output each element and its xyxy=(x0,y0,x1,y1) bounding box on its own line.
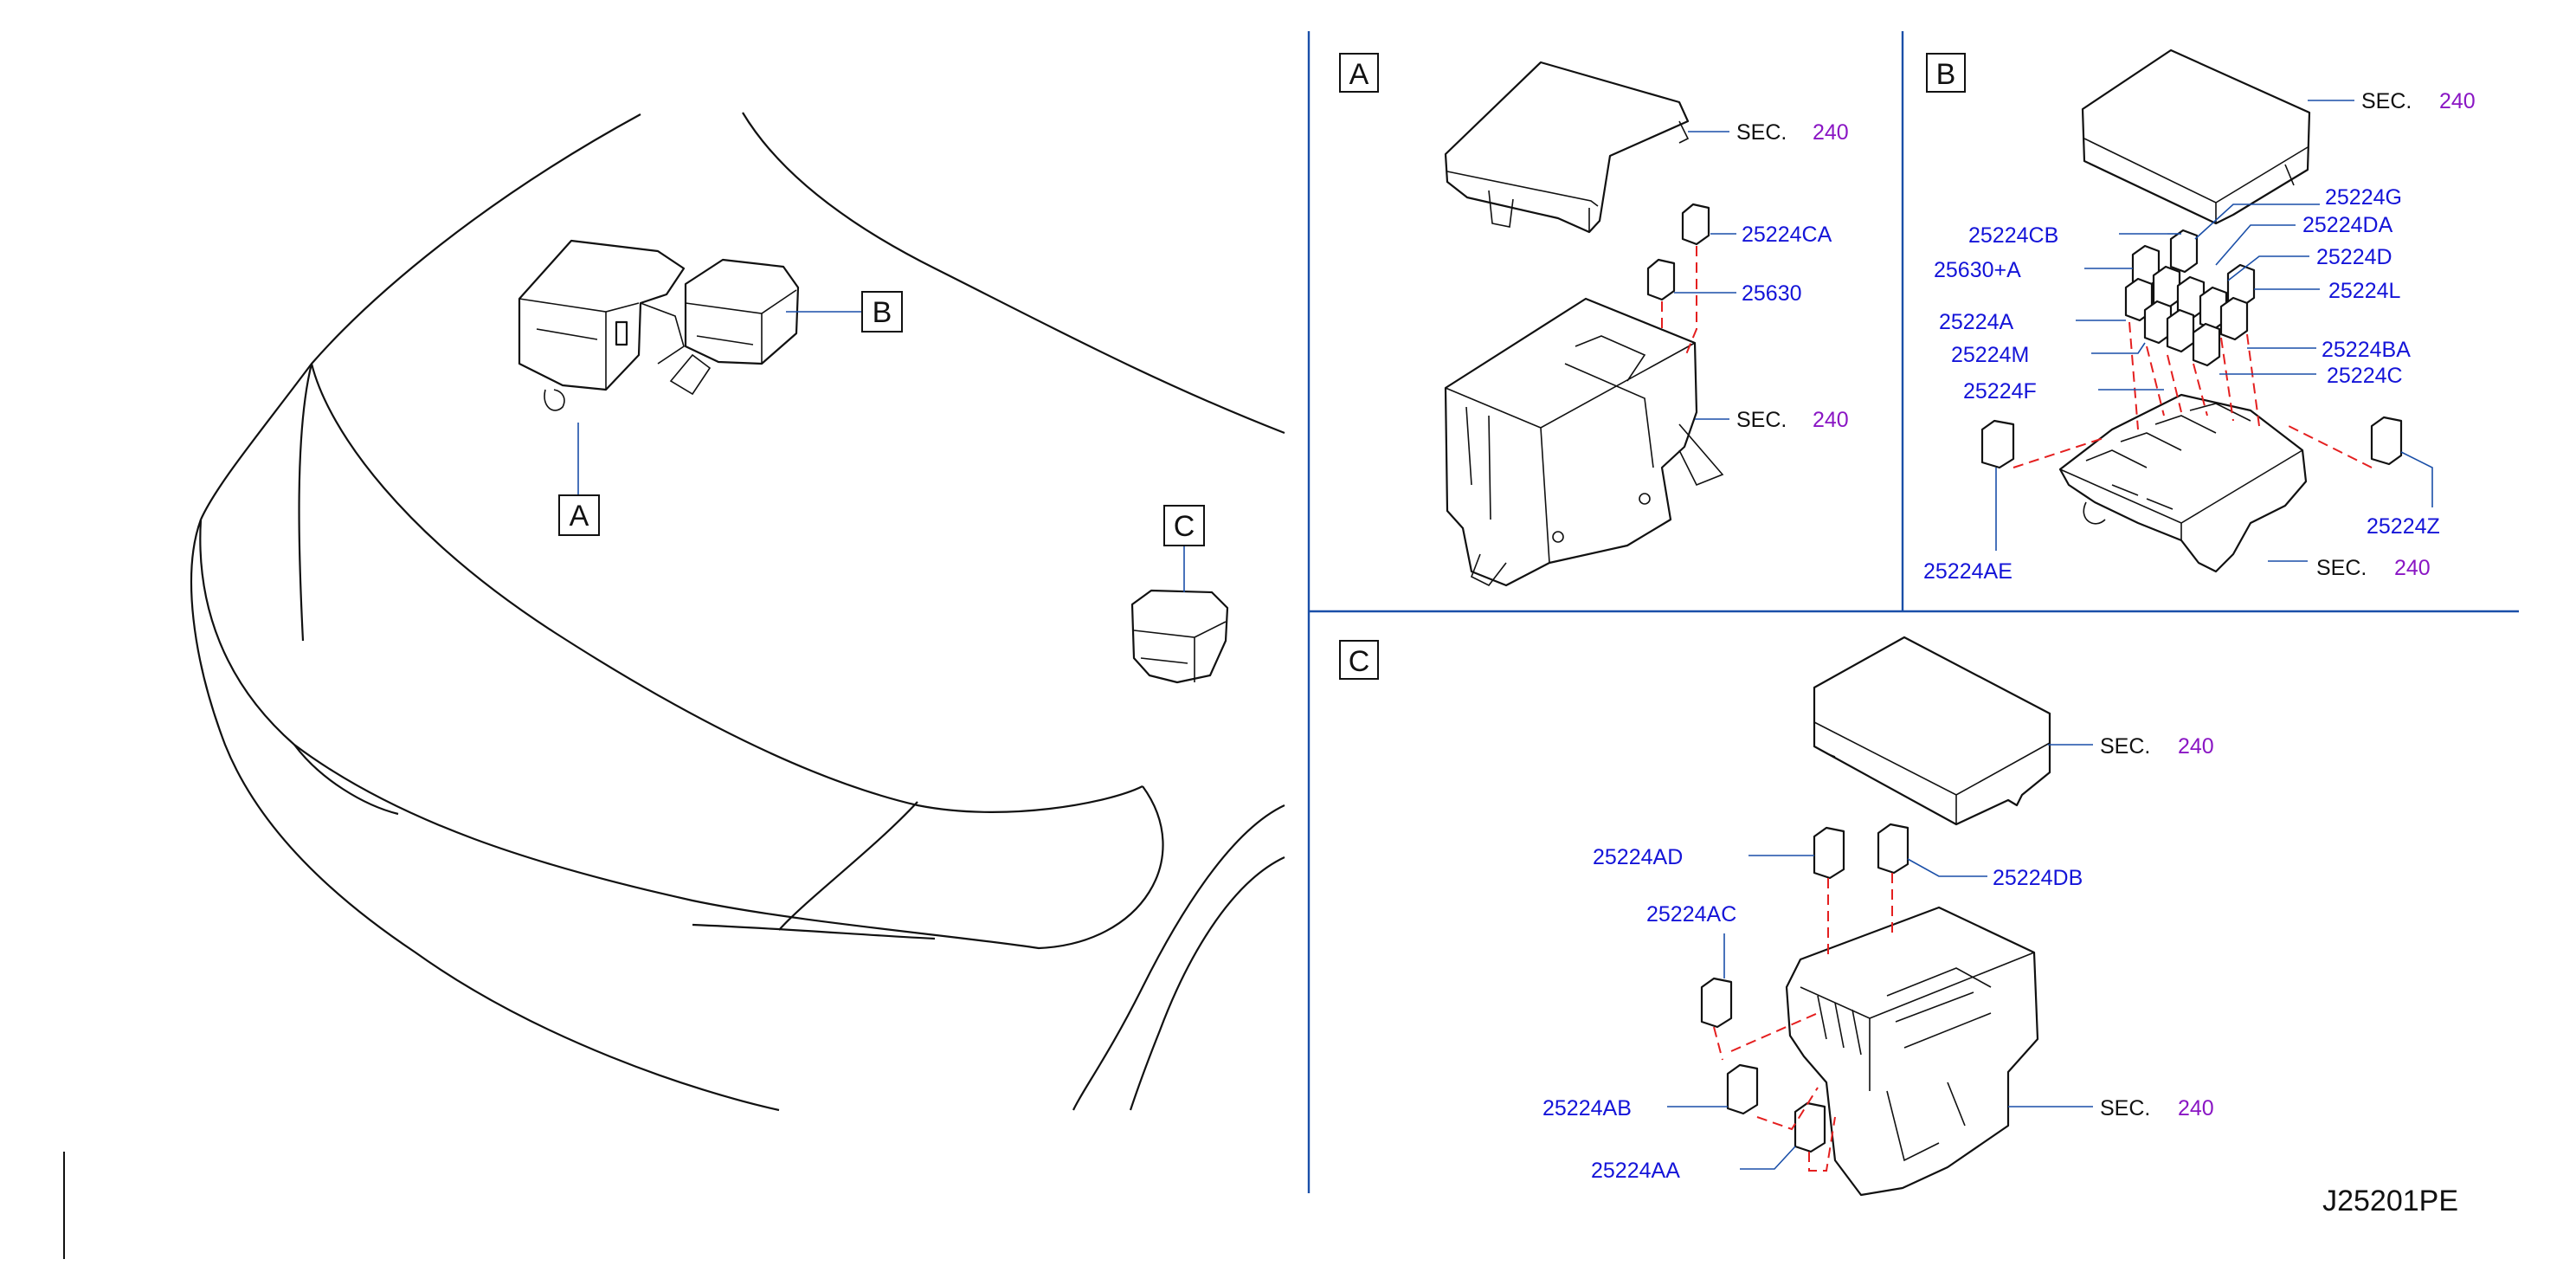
panel-a-relay-25630 xyxy=(1646,258,1676,301)
panel-c-part-25224ab: 25224AB xyxy=(1542,1096,1632,1120)
overview-fuse-box-a xyxy=(518,239,686,411)
panel-b-box xyxy=(2058,393,2308,573)
panel-b-sec-top-label: SEC. xyxy=(2361,89,2412,113)
panel-a-label: A xyxy=(1349,58,1369,91)
panel-c-sec-top-label: SEC. xyxy=(2100,734,2150,759)
vehicle-outline xyxy=(190,112,1285,1112)
panel-b-part-25224z: 25224Z xyxy=(2367,514,2440,539)
panel-b-sec-top-number: 240 xyxy=(2439,89,2476,113)
panel-a-sec-bottom-number: 240 xyxy=(1813,408,1849,432)
panel-a-cover xyxy=(1444,61,1690,234)
figure-reference: J25201PE xyxy=(2322,1185,2458,1217)
panel-b-part-25224m: 25224M xyxy=(1951,343,2029,367)
panel-a-box xyxy=(1444,297,1698,587)
overview-callouts: B A C xyxy=(558,291,1205,592)
callout-a: A xyxy=(570,500,589,533)
panel-c-sec-bottom-number: 240 xyxy=(2178,1096,2214,1120)
panel-c-part-25224ad: 25224AD xyxy=(1593,845,1683,869)
callout-box-b xyxy=(861,291,903,333)
panel-b-part-25224g: 25224G xyxy=(2325,185,2402,210)
callout-box-a xyxy=(558,494,600,536)
panel-c-relay-25224ac xyxy=(1700,977,1733,1029)
panel-b-label-box xyxy=(1926,53,1966,93)
panel-c-sec-bottom-label: SEC. xyxy=(2100,1096,2150,1120)
panel-c-part-25224ac: 25224AC xyxy=(1646,902,1736,927)
panel-dividers xyxy=(63,31,2519,1259)
panel-c-part-25224aa: 25224AA xyxy=(1591,1159,1680,1183)
panel-b-relay-25224z xyxy=(2370,416,2403,466)
callout-c: C xyxy=(1174,510,1195,543)
panel-b: B SEC. 240 xyxy=(1923,48,2476,584)
panel-b-part-25224da: 25224DA xyxy=(2302,213,2393,237)
panel-a-part-25224ca: 25224CA xyxy=(1742,223,1832,247)
panel-c: C SEC. 240 25224AD 25224DB 25224AC 25224… xyxy=(1339,636,2214,1197)
panel-a-sec-top-number: 240 xyxy=(1813,120,1849,145)
panel-b-cover xyxy=(2081,48,2311,225)
panel-c-part-25224db: 25224DB xyxy=(1993,866,2083,890)
panel-c-label: C xyxy=(1349,645,1370,678)
panel-c-relay-25224ab xyxy=(1726,1063,1759,1115)
panel-c-relay-25224aa xyxy=(1794,1101,1826,1153)
panel-b-part-25224d: 25224D xyxy=(2316,245,2392,269)
overview-fuse-box-b xyxy=(669,258,800,396)
panel-a-relay-25224ca xyxy=(1681,203,1710,246)
callout-b: B xyxy=(873,296,892,329)
panel-a-part-25630: 25630 xyxy=(1742,281,1802,306)
panel-b-part-25224ba: 25224BA xyxy=(2322,338,2411,362)
panel-c-sec-top-number: 240 xyxy=(2178,734,2214,759)
panel-c-box xyxy=(1785,906,2039,1197)
panel-b-part-25224ae: 25224AE xyxy=(1923,559,2012,584)
panel-c-label-box xyxy=(1339,640,1379,680)
panel-b-part-25224cb: 25224CB xyxy=(1968,223,2058,248)
panel-a-label-box xyxy=(1339,53,1379,93)
panel-b-part-25224l: 25224L xyxy=(2328,279,2401,303)
panel-b-sec-bottom-label: SEC. xyxy=(2316,556,2367,580)
panel-a: A SEC. 240 25224CA 25630 SEC. 240 xyxy=(1339,53,1849,587)
panel-b-part-25224a: 25224A xyxy=(1939,310,2014,334)
panel-b-part-25224c: 25224C xyxy=(2327,364,2403,388)
panel-b-sec-bottom-number: 240 xyxy=(2394,556,2431,580)
panel-b-relay-cluster xyxy=(2124,229,2256,367)
panel-b-part-25224f: 25224F xyxy=(1963,379,2037,404)
panel-c-relay-25224ad xyxy=(1813,826,1845,880)
panel-b-relay-25224ae xyxy=(1980,419,2015,469)
callout-box-c xyxy=(1163,505,1205,546)
panel-a-sec-top-label: SEC. xyxy=(1736,120,1787,145)
overview-fuse-box-c xyxy=(1130,589,1229,684)
panel-a-sec-bottom-label: SEC. xyxy=(1736,408,1787,432)
panel-b-part-25630a: 25630+A xyxy=(1934,258,2021,282)
panel-b-label: B xyxy=(1936,58,1956,91)
panel-c-relay-25224db xyxy=(1877,823,1909,875)
panel-c-cover xyxy=(1813,636,2051,826)
